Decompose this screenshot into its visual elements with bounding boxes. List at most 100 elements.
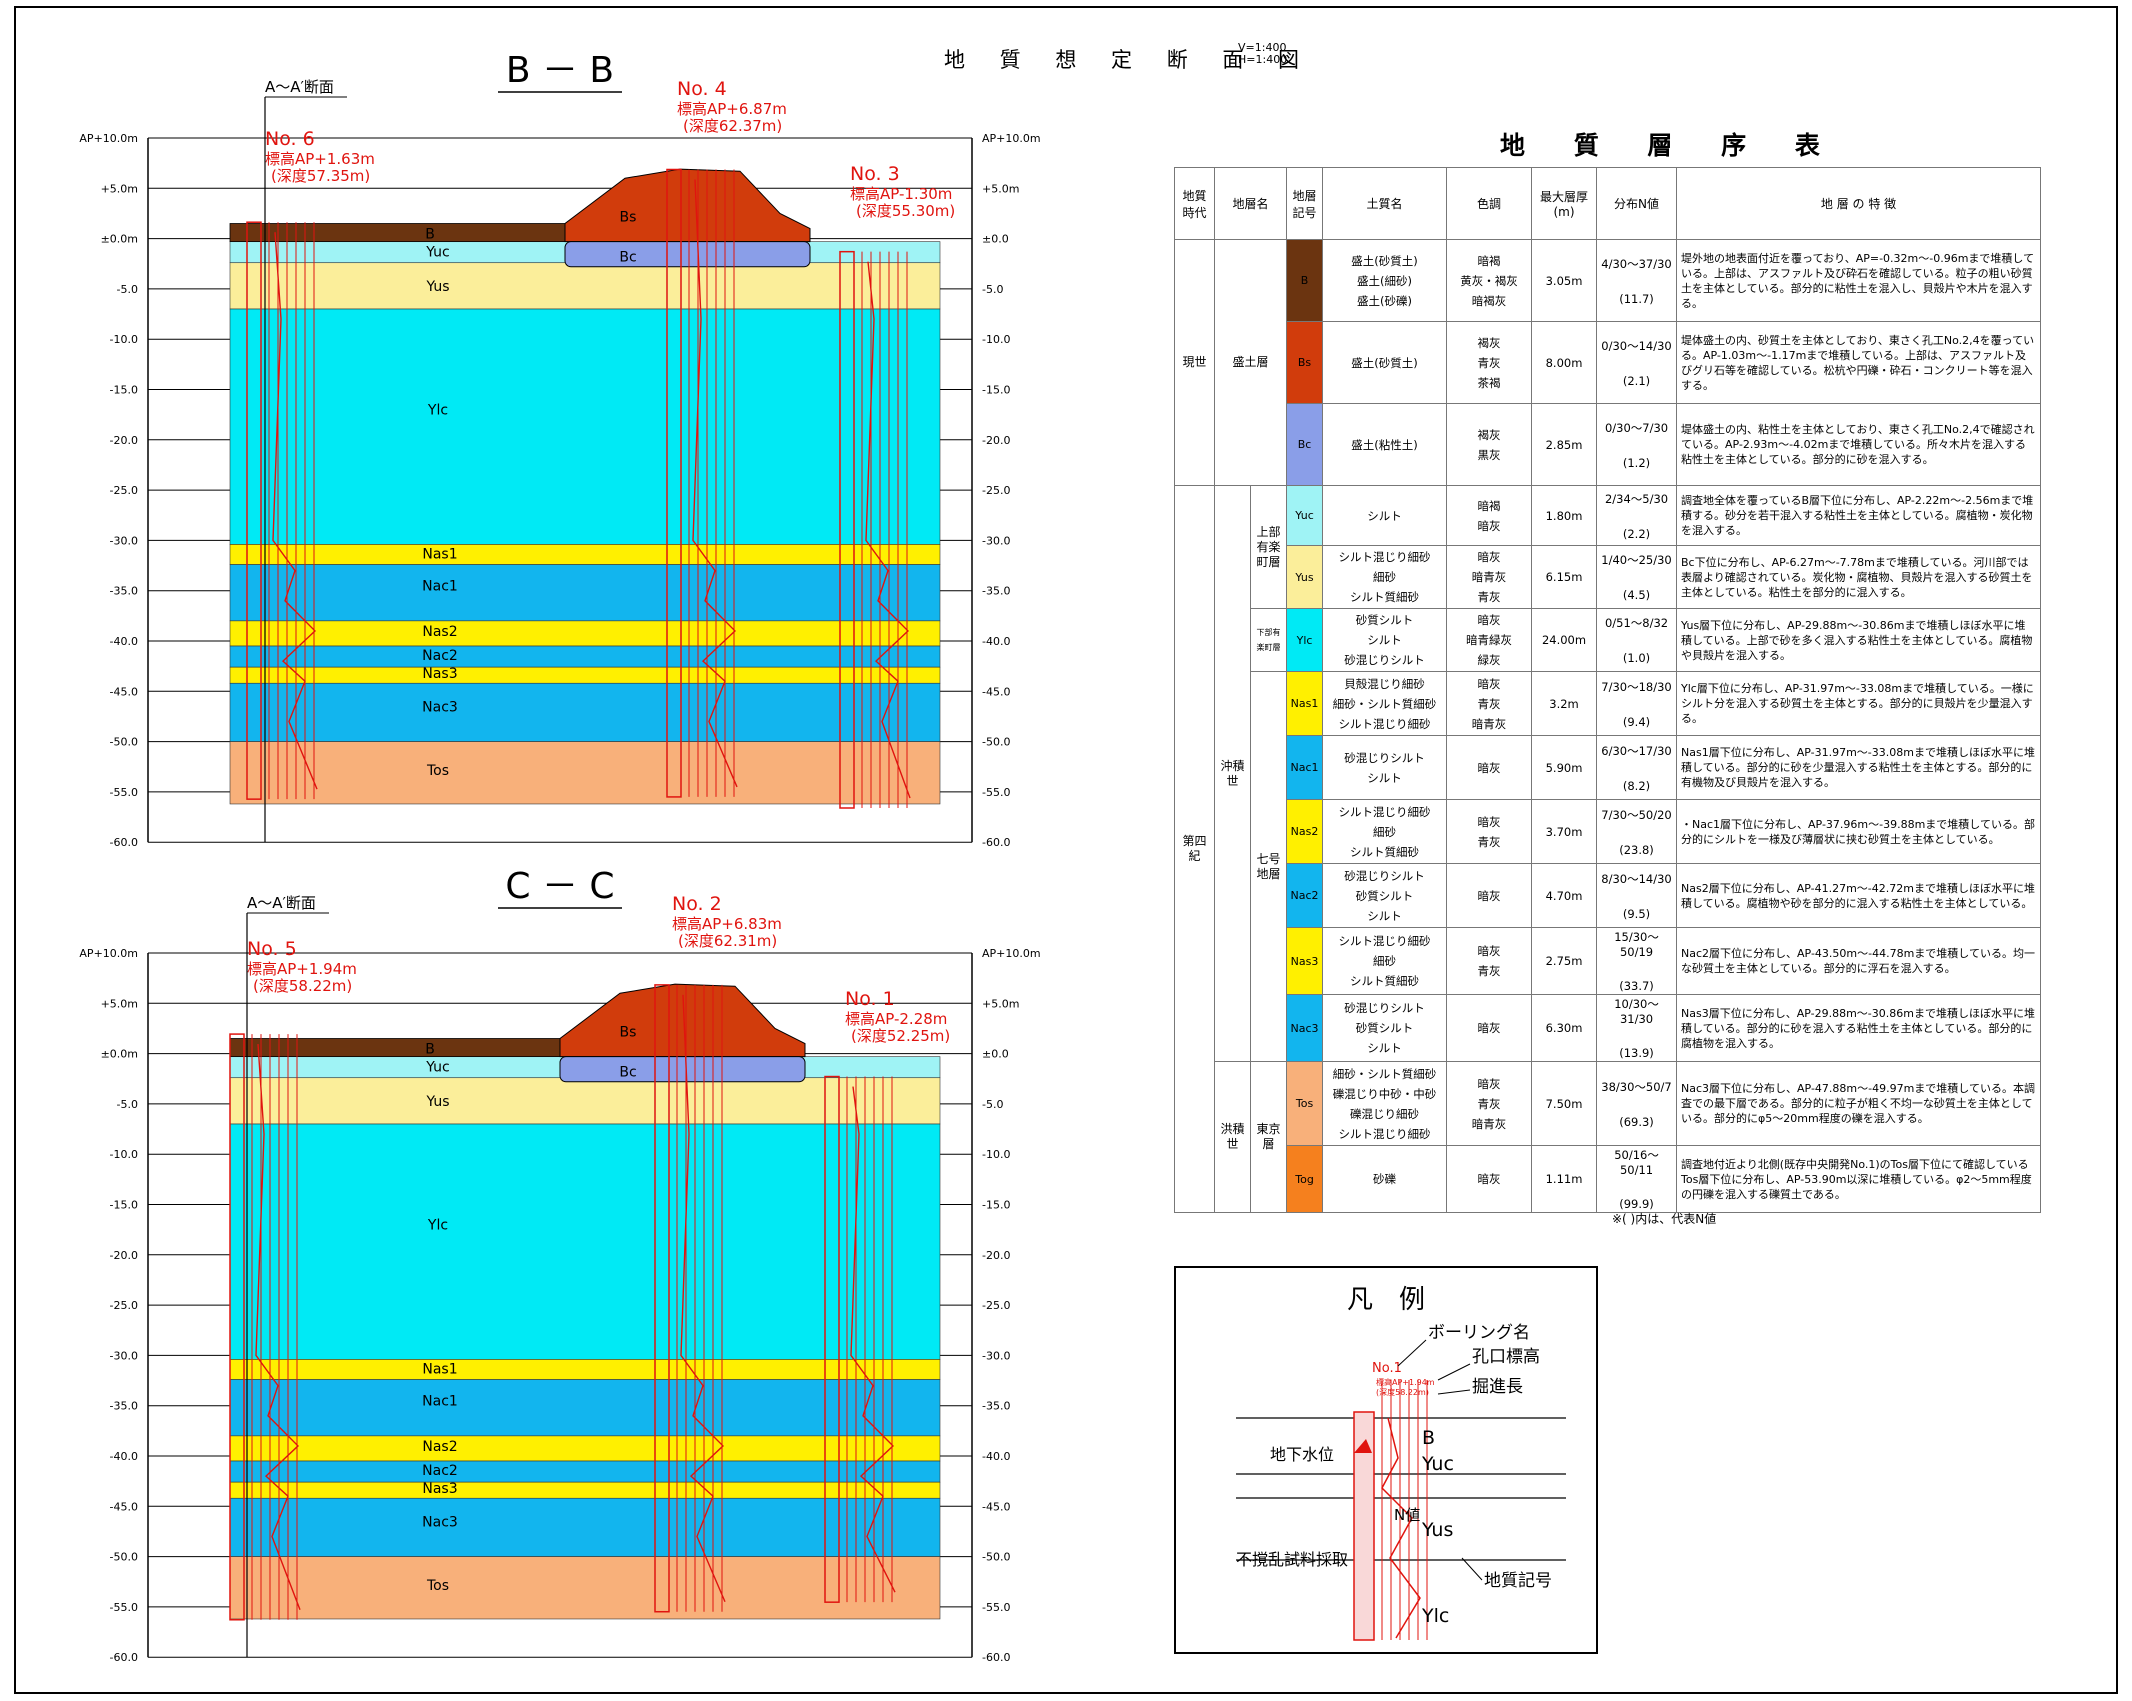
n-value: 2/34～5/30(2.2): [1596, 485, 1678, 546]
color-tones: 暗灰青灰: [1446, 927, 1533, 995]
reference-section-label: A～A′断面: [265, 78, 334, 96]
soil-name: シルト質細砂: [1350, 844, 1420, 859]
legend-undisturbed: 不撹乱試料採取: [1236, 1550, 1348, 1569]
layer-label-tos: Tos: [426, 763, 449, 779]
color-tones: 暗灰青灰暗青灰: [1446, 671, 1533, 736]
axis-tick-left: -60.0: [110, 1651, 138, 1664]
soil-name: 盛土(細砂): [1357, 273, 1412, 288]
era-kouseki: 洪積世: [1214, 1061, 1251, 1213]
stratum-tos: [229, 741, 941, 805]
stratum-tos: [229, 1556, 941, 1620]
layer-label-bc: Bc: [619, 250, 636, 266]
axis-tick-left: -5.0: [117, 283, 138, 296]
color-tone: 暗青灰: [1471, 716, 1507, 731]
layer-label-nac2: Nac2: [422, 648, 458, 664]
layer-symbol: Nas1: [1286, 671, 1324, 736]
n-value: 7/30～50/20(23.8): [1596, 799, 1678, 864]
axis-tick-left: -25.0: [110, 1299, 138, 1312]
max-thickness: 2.85m: [1531, 403, 1598, 486]
borehole-column: [824, 1075, 840, 1603]
legend-n-value: N値: [1394, 1506, 1420, 1524]
color-tones: 暗灰暗青灰青灰: [1446, 545, 1533, 609]
n-value-curve: [865, 261, 911, 799]
layer-symbol: Nac1: [1286, 735, 1324, 800]
soil-names: 貝殻混じり細砂細砂・シルト質細砂シルト混じり細砂: [1322, 671, 1448, 736]
max-thickness: 24.00m: [1531, 608, 1598, 672]
axis-tick-left: -35.0: [110, 1400, 138, 1413]
soil-name: シルト混じり細砂: [1338, 804, 1431, 819]
n-value-curve: [692, 179, 738, 788]
drawing-frame: [14, 6, 2118, 1694]
max-thickness: 3.2m: [1531, 671, 1598, 736]
stratum-nac3: [229, 1497, 941, 1557]
layer-symbol: Nas3: [1286, 927, 1324, 995]
axis-tick-left: -40.0: [110, 635, 138, 648]
axis-tick-left: -30.0: [110, 534, 138, 547]
max-thickness: 3.70m: [1531, 799, 1598, 864]
n-value-range: 0/51～8/32: [1604, 616, 1669, 630]
axis-tick-left: -35.0: [110, 585, 138, 598]
legend-sample-name: No.1: [1372, 1361, 1402, 1376]
layer-label-tos: Tos: [426, 1578, 449, 1594]
formation-yurakucho-lower: 下部有楽町層: [1249, 608, 1288, 672]
legend-sample-elevation: 標高AP+1.94m: [1376, 1377, 1435, 1387]
n-value: 50/16～50/11(99.9): [1596, 1145, 1678, 1213]
axis-tick-right: -10.0: [982, 333, 1010, 346]
sheet-title: 地 質 想 定 断 面 図: [944, 48, 1314, 72]
color-tones: 暗灰青灰暗青灰: [1446, 1061, 1533, 1146]
layer-symbol: Bs: [1286, 321, 1324, 404]
layer-label-bs: Bs: [620, 209, 637, 225]
soil-names: 盛土(砂質土): [1322, 321, 1448, 404]
color-tone: 黒灰: [1477, 447, 1501, 462]
stratum-b: [229, 223, 566, 243]
layer-symbol: Tog: [1286, 1145, 1324, 1213]
era-gensei: 現世: [1174, 239, 1215, 486]
n-value-representative: (1.2): [1622, 455, 1651, 470]
layer-features: ・Nac1層下位に分布し、AP-37.96m～-39.88mまで堆積している。部…: [1676, 799, 2042, 864]
color-tone: 青灰: [1477, 696, 1501, 711]
legend-borehole-column: [1353, 1411, 1375, 1641]
stratum-yus: [229, 262, 941, 310]
n-value: 1/40～25/30(4.5): [1596, 545, 1678, 609]
axis-tick-right: +5.0m: [982, 997, 1019, 1010]
layer-features: Nac2層下位に分布し、AP-43.50m～-44.78mまで堆積している。均一…: [1676, 927, 2042, 995]
borehole-name: No. 2: [672, 893, 722, 915]
axis-tick-left: -20.0: [110, 1249, 138, 1262]
max-thickness: 2.75m: [1531, 927, 1598, 995]
color-tones: 暗褐黄灰・褐灰暗褐灰: [1446, 239, 1533, 322]
color-tones: 暗灰: [1446, 1145, 1533, 1213]
stratum-ylc: [229, 308, 941, 545]
n-value: 4/30～37/30(11.7): [1596, 239, 1678, 322]
layer-symbol: Tos: [1286, 1061, 1324, 1146]
color-tone: 暗灰: [1477, 613, 1501, 627]
soil-name: 盛土(砂礫): [1357, 293, 1412, 308]
layer-features: 調査地全体を覆っているB層下位に分布し、AP-2.22m～-2.56mまで堆積す…: [1676, 485, 2042, 546]
borehole-name: No. 3: [850, 163, 900, 185]
axis-tick-left: -15.0: [110, 384, 138, 397]
axis-tick-left: +5.0m: [101, 182, 138, 195]
horizontal-scale: H=1:400: [1238, 53, 1288, 66]
color-tone: 暗灰: [1477, 676, 1501, 691]
axis-tick-right: -25.0: [982, 484, 1010, 497]
axis-tick-right: ±0.0: [982, 233, 1009, 246]
color-tone: 暗灰: [1477, 1172, 1501, 1186]
axis-tick-left: -50.0: [110, 1551, 138, 1564]
borehole-column: [666, 168, 682, 798]
stratigraphy-table: 地質時代 地層名 地層記号 土質名 色調 最大層厚(m) 分布N値 地 層 の …: [1174, 167, 2042, 1213]
color-tone: 暗灰: [1477, 814, 1501, 829]
layer-label-nas1: Nas1: [422, 1361, 457, 1377]
axis-tick-right: -55.0: [982, 1601, 1010, 1614]
axis-tick-left: -60.0: [110, 836, 138, 849]
layer-features: Bc下位に分布し、AP-6.27m～-7.78mまで堆積している。河川部では表層…: [1676, 545, 2042, 609]
layer-symbol: Nac3: [1286, 994, 1324, 1062]
axis-tick-right: -40.0: [982, 1450, 1010, 1463]
axis-tick-left: -45.0: [110, 685, 138, 698]
stratum-nas3: [229, 1481, 941, 1499]
color-tone: 黄灰・褐灰: [1460, 273, 1518, 288]
n-value-range: 0/30～7/30: [1604, 420, 1669, 435]
